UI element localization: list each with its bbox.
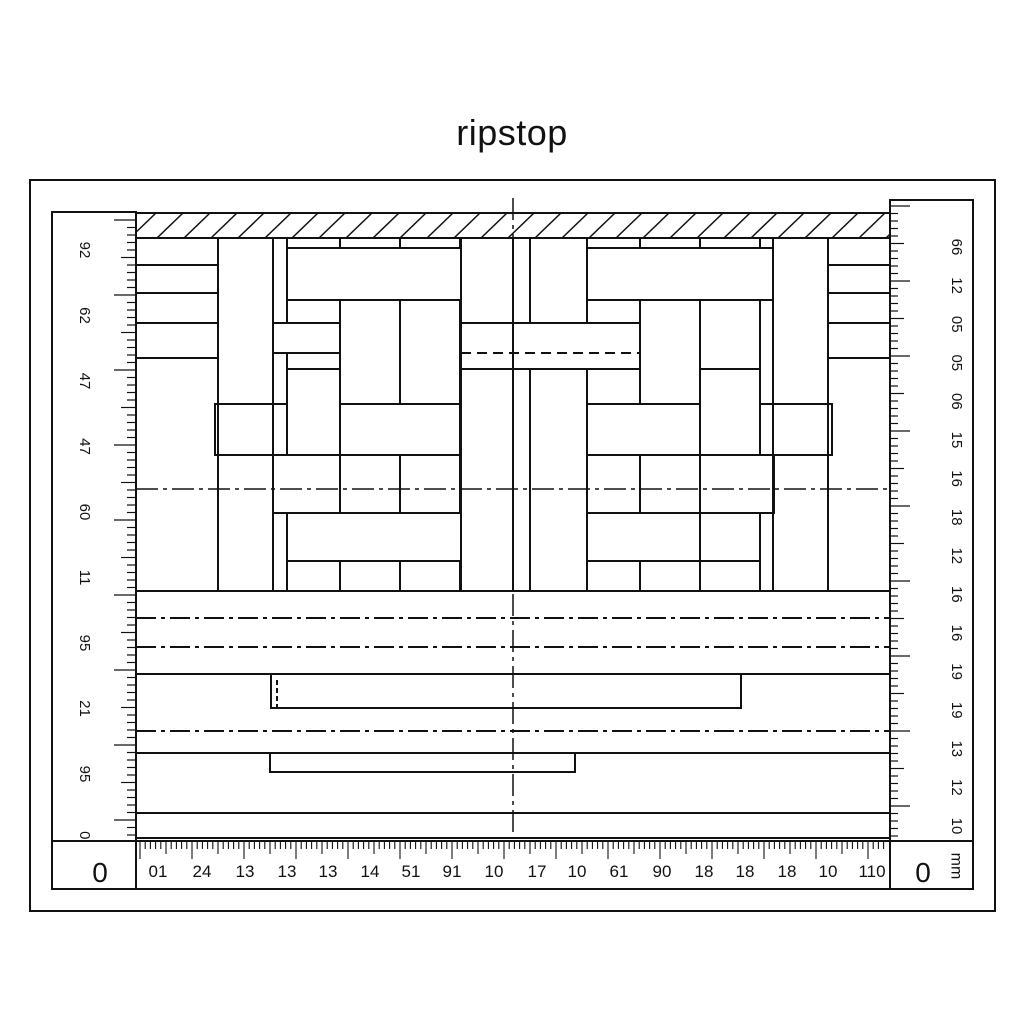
right-ruler-label: 18: [948, 509, 965, 526]
warp-yarn-c: [639, 299, 701, 405]
outer-frame: [29, 179, 996, 912]
bottom-ruler-label: 13: [236, 862, 255, 881]
left-ruler-label: 92: [76, 242, 93, 259]
warp-yarn-low-c: [639, 454, 701, 514]
corner-right-zero: 0: [915, 857, 931, 888]
warp-yarn-low-a: [339, 454, 401, 514]
warp-yarn-bottom-d: [286, 560, 341, 592]
warp-yarn-bottom-a: [339, 560, 401, 592]
right-ruler-label: 16: [948, 470, 965, 487]
warp-yarn-bottom-b: [399, 560, 461, 592]
warp-yarn-b: [399, 299, 461, 405]
warp-yarn-a: [339, 299, 401, 405]
right-band-2: [827, 292, 891, 324]
right-ruler-label: 05: [948, 316, 965, 333]
weft-yarn-bottom-left: [286, 512, 462, 562]
right-ruler-label: 06: [948, 393, 965, 410]
weft-yarn-main-left-top: [339, 403, 461, 456]
bottom-ruler-label: 01: [149, 862, 168, 881]
selvedge-hatching: [136, 213, 890, 238]
left-band-2: [135, 292, 219, 324]
right-ruler-label: 16: [948, 586, 965, 603]
bottom-ruler-label: 18: [778, 862, 797, 881]
left-ruler-label: 60: [76, 504, 93, 521]
warp-yarn-bottom-f: [699, 560, 761, 592]
bottom-ruler-label: 51: [402, 862, 421, 881]
weft-yarn-top-right: [586, 247, 774, 301]
right-ruler-label: 05: [948, 354, 965, 371]
right-ruler-label: 15: [948, 432, 965, 449]
corner-left-zero: 0: [92, 857, 108, 888]
bottom-ruler-label: 17: [528, 862, 547, 881]
bottom-ruler-label: 18: [736, 862, 755, 881]
bottom-ruler-label: 91: [443, 862, 462, 881]
right-ruler-label: 19: [948, 663, 965, 680]
left-ruler-ticks: [114, 219, 136, 836]
right-ruler-label: 12: [948, 547, 965, 564]
warp-yarn-center-right: [529, 237, 588, 592]
weft-yarn-mid-center: [460, 322, 641, 370]
left-ruler-label: 95: [76, 635, 93, 652]
warp-yarn-bottom-c: [639, 560, 701, 592]
lower-slot-1: [270, 673, 742, 709]
bottom-ruler-label: 13: [278, 862, 297, 881]
bottom-ruler-label: 10: [819, 862, 838, 881]
right-ruler-label: 19: [948, 702, 965, 719]
warp-yarn-center-left: [460, 237, 514, 592]
right-ruler-label: 12: [948, 277, 965, 294]
lower-slot-2: [269, 752, 576, 773]
left-ruler-label: 62: [76, 307, 93, 324]
weft-yarn-mid-left: [272, 322, 341, 354]
centerlines: [136, 198, 890, 838]
right-ruler-label: 16: [948, 625, 965, 642]
bottom-ruler-label: 90: [653, 862, 672, 881]
weft-yarn-top-left: [286, 247, 462, 301]
right-band-1: [827, 264, 891, 294]
bottom-ruler-labels: 01 24 13 13 13 14 51 91 10 17 10 61 90 18 18 18 10 110: [149, 862, 886, 881]
left-ruler-label: 47: [76, 438, 93, 455]
bottom-ruler-label: 24: [193, 862, 212, 881]
left-ruler-label: 47: [76, 373, 93, 390]
bottom-ruler-label: 10: [568, 862, 587, 881]
bottom-ruler-label: 110: [858, 862, 885, 881]
right-ruler-ticks: [890, 205, 910, 837]
unit-label: ɯɯ: [947, 853, 964, 880]
bottom-ruler-ticks: [139, 841, 885, 859]
right-ruler-labels: 66 12 05 05 06 15 16 18 12 16 16 19 19 13 12 10: [948, 239, 965, 835]
left-band-3: [135, 322, 219, 359]
bottom-ruler-label: 13: [319, 862, 338, 881]
left-ruler-label: 11: [76, 570, 93, 586]
left-ruler-label: 95: [76, 766, 93, 783]
right-ruler-label: 12: [948, 779, 965, 796]
warp-yarn-bottom-e: [586, 560, 641, 592]
bottom-ruler-label: 14: [361, 862, 380, 881]
warp-yarn-low-b: [399, 454, 461, 514]
weft-yarn-main-right-top: [586, 403, 701, 456]
diagram-title: ripstop: [456, 112, 568, 153]
weft-yarn-bottom-right: [586, 512, 701, 562]
weave-panel: [135, 212, 891, 839]
bottom-ruler-label: 10: [485, 862, 504, 881]
bottom-ruler-label: 61: [610, 862, 629, 881]
right-ruler-label: 13: [948, 740, 965, 757]
right-ruler-label: 10: [948, 818, 965, 835]
right-band-3: [827, 322, 891, 359]
left-ruler-label: 21: [76, 700, 93, 717]
bottom-ruler-label: 18: [695, 862, 714, 881]
right-ruler: 66 12 05 05 06 15 16 18 12 16 16 19 19 13 12 10: [889, 199, 974, 842]
left-band-1: [135, 264, 219, 294]
right-ruler-label: 66: [948, 239, 965, 256]
